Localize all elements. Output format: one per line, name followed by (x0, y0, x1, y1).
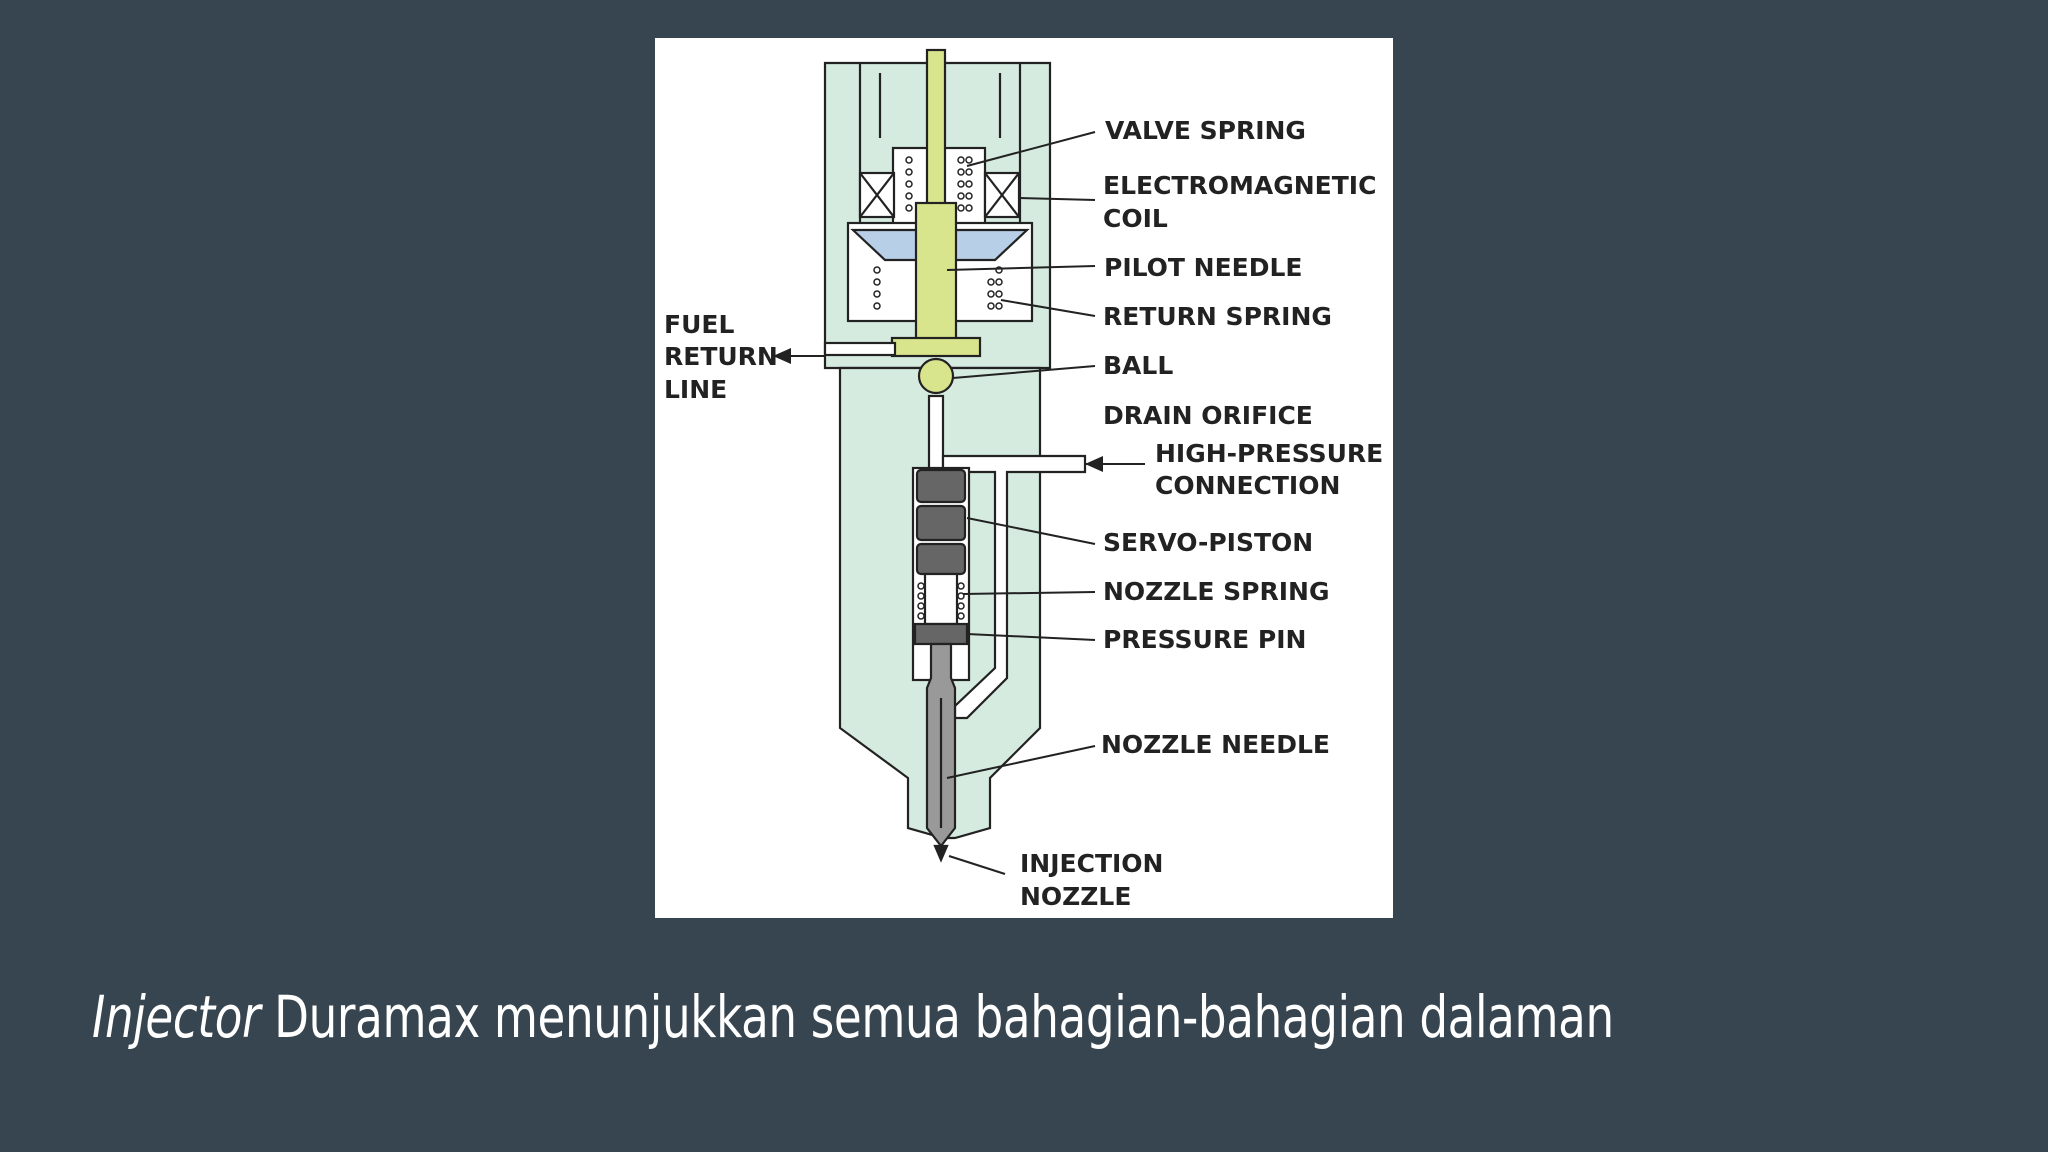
electromagnetic-coil-left (858, 171, 896, 219)
high-pressure-arrow (1085, 456, 1145, 472)
servo-piston (915, 468, 967, 626)
fuel-return-channel (823, 341, 897, 357)
label-pilot-needle: PILOT NEEDLE (1104, 253, 1303, 282)
label-valve-spring: VALVE SPRING (1105, 116, 1306, 145)
label-drain-orifice: DRAIN ORIFICE (1103, 401, 1313, 430)
valve-spring-coils (905, 156, 973, 212)
label-servo-piston: SERVO-PISTON (1103, 528, 1313, 557)
injector-diagram: VALVE SPRING ELECTROMAGNETIC COIL PILOT … (655, 38, 1393, 918)
label-nozzle-spring: NOZZLE SPRING (1103, 577, 1329, 606)
high-pressure-channel (941, 454, 1087, 720)
label-injection-nozzle-line2: NOZZLE (1020, 882, 1131, 911)
ball (917, 357, 955, 395)
label-high-pressure-line1: HIGH-PRESSURE (1155, 439, 1383, 468)
label-ball: BALL (1103, 351, 1173, 380)
pressure-pin (913, 622, 969, 646)
injection-nozzle-tip (933, 844, 949, 863)
fuel-return-arrow (773, 348, 825, 364)
label-injection-nozzle-line1: INJECTION (1020, 849, 1163, 878)
label-fuel-return-line2: RETURN (664, 342, 778, 371)
leader-lines (946, 131, 1096, 875)
label-electromagnetic-coil-line1: ELECTROMAGNETIC (1103, 171, 1376, 200)
label-high-pressure-line2: CONNECTION (1155, 471, 1340, 500)
slide-caption: Injector Duramax menunjukkan semua bahag… (92, 972, 1614, 1062)
label-return-spring: RETURN SPRING (1103, 302, 1332, 331)
label-fuel-return-line1: FUEL (664, 310, 734, 339)
drain-orifice-passage (927, 394, 945, 478)
label-fuel-return-line3: LINE (664, 375, 727, 404)
label-nozzle-needle: NOZZLE NEEDLE (1101, 730, 1330, 759)
caption-text: Duramax menunjukkan semua bahagian-bahag… (260, 983, 1614, 1051)
nozzle-spring-coils (917, 582, 965, 620)
pilot-needle (890, 48, 982, 358)
electromagnetic-coil-right (983, 171, 1021, 219)
injector-cross-section: VALVE SPRING ELECTROMAGNETIC COIL PILOT … (664, 48, 1383, 911)
return-spring-coils (873, 266, 1003, 310)
caption-italic-term: Injector (92, 983, 261, 1051)
label-electromagnetic-coil-line2: COIL (1103, 204, 1168, 233)
label-pressure-pin: PRESSURE PIN (1103, 625, 1306, 654)
